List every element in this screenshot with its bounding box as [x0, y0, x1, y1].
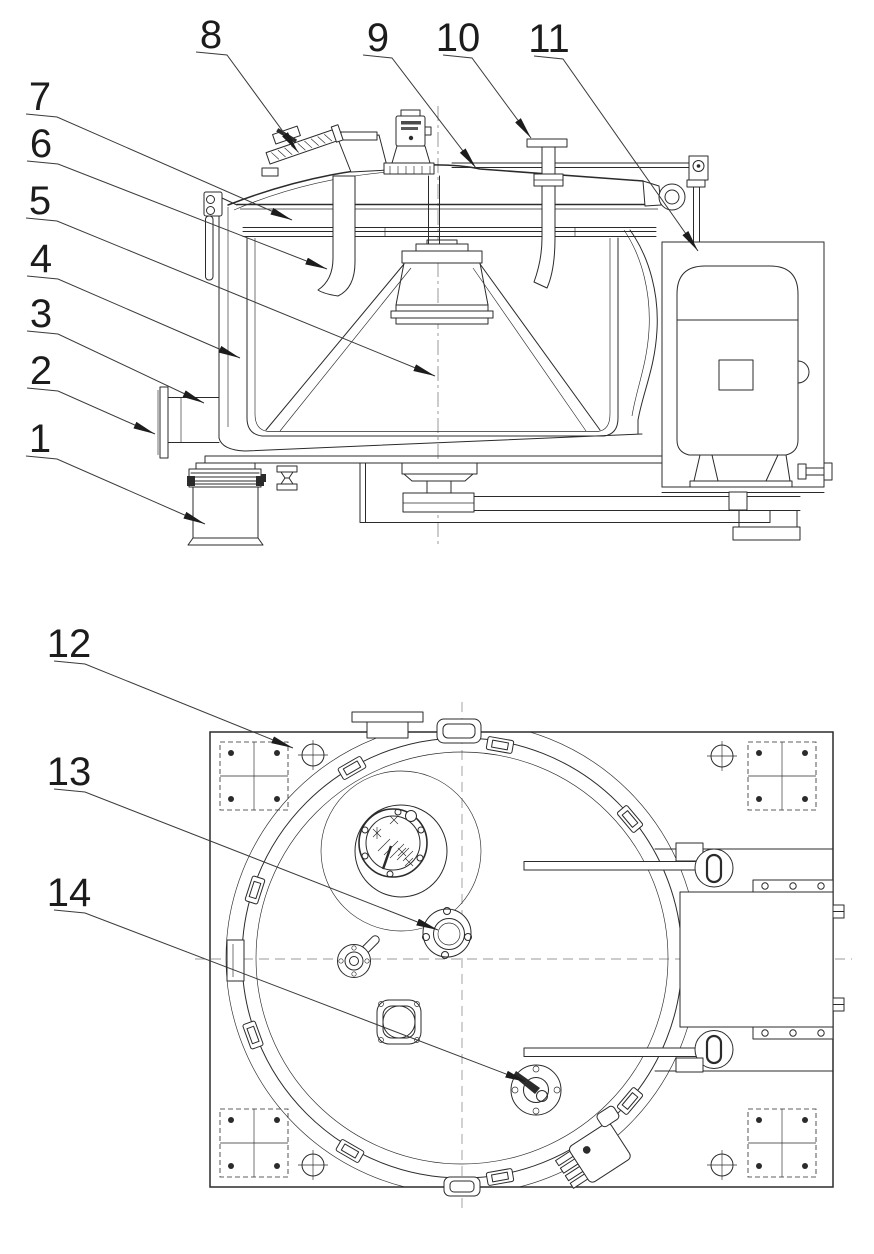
feed-pipe-left: [317, 175, 356, 297]
top-plan-view: [195, 702, 852, 1208]
top-clamp-bracket: [436, 718, 482, 744]
callout-14-number: 14: [47, 871, 92, 915]
callout-6-number: 6: [30, 122, 52, 166]
callout-11-number: 11: [528, 17, 570, 61]
callout-1-number: 1: [29, 417, 51, 461]
callout-12-number: 12: [47, 622, 92, 666]
vibration-mount: [276, 465, 298, 473]
center-shaft-cover: [422, 907, 472, 959]
callout-4-number: 4: [30, 237, 52, 281]
left-side-tab: [226, 939, 245, 982]
anchor-bolts: [298, 740, 737, 1180]
lid-dome: [227, 162, 697, 211]
feeder-device: [261, 124, 389, 177]
sight-glass: [320, 770, 482, 932]
callout-14-leader: [53, 909, 528, 1083]
side-elevation-view: [157, 106, 833, 546]
casing: [218, 206, 658, 452]
callout-13-leader: [53, 788, 439, 931]
lid-rim: [236, 203, 662, 237]
center-column: [428, 175, 440, 245]
callout-5-number: 5: [29, 179, 51, 223]
callout-9-number: 9: [367, 16, 389, 60]
hinge-arm-bottom: [523, 1030, 734, 1073]
callout-4-leader: [26, 275, 241, 359]
callout-2-leader: [26, 387, 156, 435]
callout-9: 9: [362, 16, 477, 169]
callouts: 1 2 3 4 5 6 7 8 9 10 11 12 13 14: [25, 13, 699, 1083]
callout-9-leader: [362, 54, 477, 169]
callout-7-leader: [25, 113, 293, 221]
callout-1-leader: [25, 455, 206, 525]
callout-3-number: 3: [30, 292, 52, 336]
feed-pipe-right: [526, 138, 568, 289]
hub-cap: [401, 250, 483, 264]
callout-12: 12: [47, 622, 294, 749]
callout-8: 8: [195, 13, 299, 153]
junction-box: [555, 1105, 631, 1189]
nameplate-text-lines: [401, 121, 421, 125]
callout-11: 11: [528, 17, 699, 252]
motor-terminal-box: [718, 359, 754, 391]
callout-2: 2: [26, 349, 156, 435]
callout-14: 14: [47, 871, 528, 1083]
callout-4: 4: [26, 237, 241, 359]
pipe-flange: [526, 138, 568, 148]
callout-6-leader: [26, 160, 328, 270]
lid-hinge: [642, 155, 709, 243]
side-flange-port: [157, 386, 220, 459]
valve-fitting: [337, 935, 380, 978]
corner-pads: [219, 741, 817, 1178]
bearing-pedestal: [401, 462, 478, 475]
callout-8-number: 8: [200, 13, 222, 57]
motor-eyebolt: [797, 360, 810, 384]
callout-13-number: 13: [47, 750, 92, 794]
callout-11-leader: [533, 55, 699, 252]
callout-10-leader: [442, 54, 532, 139]
callout-2-number: 2: [30, 349, 52, 393]
callout-8-leader: [195, 51, 299, 153]
callout-5-leader: [25, 217, 436, 377]
motor-enclosure: [661, 241, 833, 488]
callout-3: 3: [26, 292, 205, 404]
lid-rail: [451, 162, 697, 168]
right-foot: [732, 526, 801, 541]
motor-mount-plate: [679, 879, 834, 1040]
bearing-flange: [395, 304, 489, 312]
callout-7: 7: [25, 75, 293, 221]
callout-1: 1: [25, 417, 206, 525]
callout-7-number: 7: [29, 75, 51, 119]
basket-rotor: [246, 175, 619, 437]
callout-12-leader: [53, 660, 294, 749]
callout-10-number: 10: [436, 16, 481, 60]
petcock-flange: [510, 1064, 562, 1116]
callout-3-leader: [26, 330, 205, 404]
discharge-chute: [187, 462, 264, 546]
top-pipe-flange: [351, 711, 424, 739]
hinge-arm-top: [523, 842, 734, 888]
callout-10: 10: [436, 16, 532, 139]
edge-connectors: [832, 904, 845, 1012]
glass-marks: [372, 815, 414, 867]
square-port: [376, 999, 422, 1045]
base-frame: [204, 455, 825, 541]
callout-6: 6: [26, 122, 328, 270]
lid-clips: [242, 736, 644, 1186]
lid-actuator-device: [383, 109, 435, 175]
callout-13: 13: [47, 750, 439, 931]
lid-clamp-left: [203, 191, 238, 281]
callout-5: 5: [25, 179, 436, 377]
bottom-clamp-bracket: [443, 1176, 481, 1197]
